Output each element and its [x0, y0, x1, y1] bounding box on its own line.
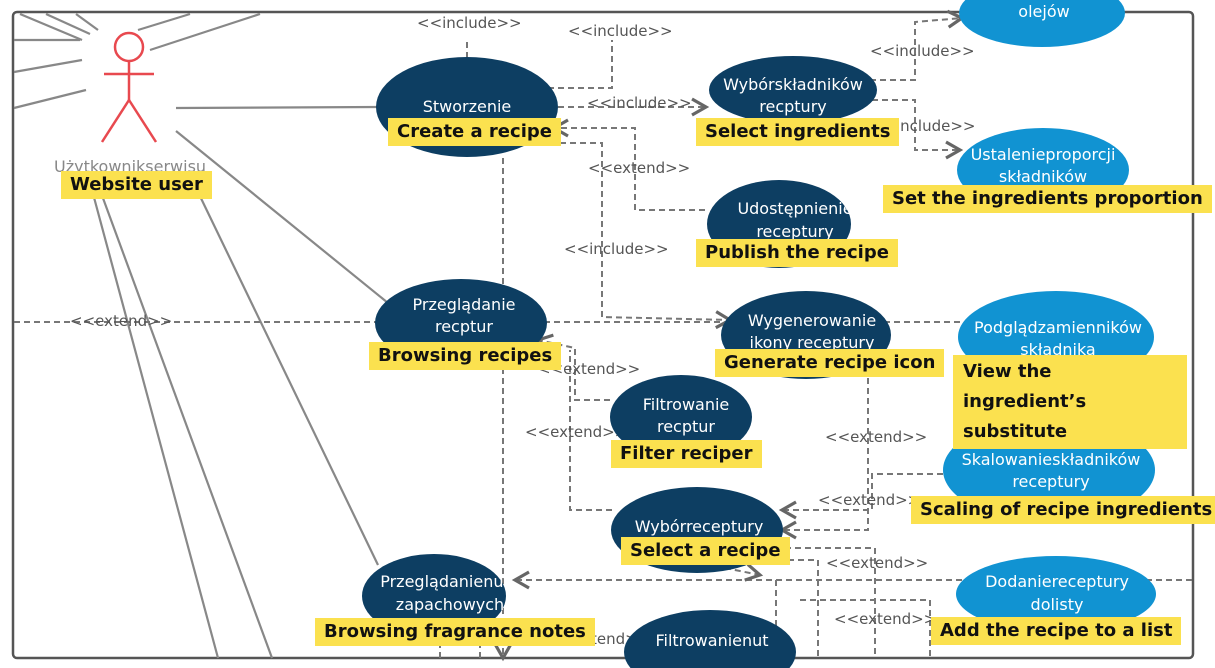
svg-text:Filtrowanienut: Filtrowanienut	[655, 631, 768, 650]
svg-text:recptur: recptur	[657, 417, 715, 436]
rel-extend-list: <<extend>>	[826, 554, 928, 572]
label-browse: Browsing recipes	[369, 342, 562, 370]
label-add-list: Add the recipe to a list	[931, 617, 1182, 645]
svg-text:olejów: olejów	[1018, 2, 1069, 21]
use-case-filter[interactable]: Filtrowanie recptur	[610, 375, 752, 459]
label-create: Create a recipe	[388, 118, 561, 146]
dep-publish-create	[550, 118, 705, 211]
rel-include-mid: <<include>>	[587, 94, 692, 112]
label-publish: Publish the recipe	[696, 239, 898, 267]
rel-extend-filter: <<extend>>	[538, 360, 640, 378]
assoc-down-1	[90, 189, 220, 659]
assoc-up-6	[137, 12, 191, 32]
svg-text:zapachowych: zapachowych	[396, 595, 504, 614]
rel-include-top: <<include>>	[417, 14, 522, 32]
use-case-olejow[interactable]: olejów	[959, 0, 1125, 47]
rel-extend-bottom: <<extend>>	[834, 610, 936, 628]
dep-select-down-1	[775, 547, 876, 658]
dep-select-olejow	[870, 9, 966, 81]
svg-text:Stworzenie: Stworzenie	[423, 97, 512, 116]
label-substitute: View the ingredient’s substitute	[953, 355, 1187, 449]
svg-text:receptury: receptury	[1012, 472, 1089, 491]
use-case-notes[interactable]: Przeglądanienut zapachowych	[362, 554, 510, 638]
rel-extend-publish: <<extend>>	[588, 159, 690, 177]
rel-include-right: <<include>>	[870, 42, 975, 60]
dep-scaling-select	[778, 473, 943, 520]
dep-select-browse	[569, 350, 612, 511]
svg-text:Udostępnienie: Udostępnienie	[737, 199, 852, 218]
rel-extend-filter2: <<extend>>	[525, 423, 627, 441]
svg-text:Wygenerowanie: Wygenerowanie	[748, 311, 876, 330]
dep-create-up	[548, 40, 613, 89]
use-case-select-ingredients[interactable]: Wybórskładników recptury	[709, 56, 877, 124]
svg-text:Wybórskładników: Wybórskładników	[723, 75, 863, 94]
rel-include-top2: <<include>>	[568, 22, 673, 40]
svg-text:Dodaniereceptury: Dodaniereceptury	[985, 572, 1129, 591]
assoc-up-4	[45, 12, 91, 36]
label-notes: Browsing fragrance notes	[315, 618, 595, 646]
rel-extend-left: <<extend>>	[70, 312, 172, 330]
use-case-add-list[interactable]: Dodaniereceptury dolisty	[956, 556, 1156, 632]
dep-select-down-4	[800, 599, 931, 658]
dep-icon-select	[778, 378, 869, 540]
assoc-up-3	[13, 88, 87, 110]
svg-text:Filtrowanie: Filtrowanie	[643, 395, 730, 414]
label-icon: Generate recipe icon	[715, 349, 945, 377]
assoc-create	[175, 105, 379, 110]
assoc-up-2	[13, 58, 83, 74]
association-lines	[13, 12, 389, 659]
svg-text:składnika: składnika	[1020, 340, 1095, 359]
assoc-up-1	[19, 12, 83, 42]
label-website-user: Website user	[61, 171, 212, 199]
svg-text:dolisty: dolisty	[1031, 595, 1084, 614]
svg-text:składników: składników	[999, 167, 1087, 186]
assoc-up-7	[149, 12, 261, 52]
svg-text:Przeglądanie: Przeglądanie	[413, 295, 516, 314]
dep-select-proportion	[872, 99, 964, 160]
assoc-browse	[175, 130, 389, 304]
assoc-notes	[196, 189, 379, 566]
assoc-up-5	[75, 13, 99, 31]
label-proportion: Set the ingredients proportion	[883, 185, 1212, 213]
relation-labels: <<include>> <<include>> <<include>> <<in…	[70, 14, 975, 648]
svg-text:Skalowanieskładników: Skalowanieskładników	[962, 450, 1141, 469]
assoc-down-2	[98, 189, 274, 659]
rel-extend-select: <<extend>>	[818, 491, 920, 509]
svg-text:recptur: recptur	[435, 317, 493, 336]
svg-text:Podglądzamienników: Podglądzamienników	[974, 318, 1142, 337]
dep-create-icon	[540, 142, 734, 330]
frame-border	[11, 10, 1195, 660]
svg-text:recptury: recptury	[759, 97, 826, 116]
rel-include-lower: <<include>>	[564, 240, 669, 258]
rel-include-prop: include>>	[896, 117, 975, 135]
use-case-filter-notes[interactable]: Filtrowanienut	[624, 610, 796, 668]
svg-text:receptury: receptury	[756, 222, 833, 241]
svg-text:ikony receptury: ikony receptury	[750, 333, 875, 352]
dep-select-down-2	[788, 559, 819, 658]
rel-extend-scaling: <<extend>>	[825, 428, 927, 446]
label-select-recipe: Select a recipe	[621, 537, 790, 565]
label-filter: Filter reciper	[611, 440, 762, 468]
svg-text:Przeglądanienut: Przeglądanienut	[380, 572, 510, 591]
svg-text:Wybórreceptury: Wybórreceptury	[635, 517, 764, 536]
actor-icon	[100, 31, 158, 143]
label-select-ingredients: Select ingredients	[696, 118, 900, 146]
label-scaling: Scaling of recipe ingredients	[911, 496, 1215, 524]
svg-text:Ustalenieproporcji: Ustalenieproporcji	[971, 145, 1116, 164]
